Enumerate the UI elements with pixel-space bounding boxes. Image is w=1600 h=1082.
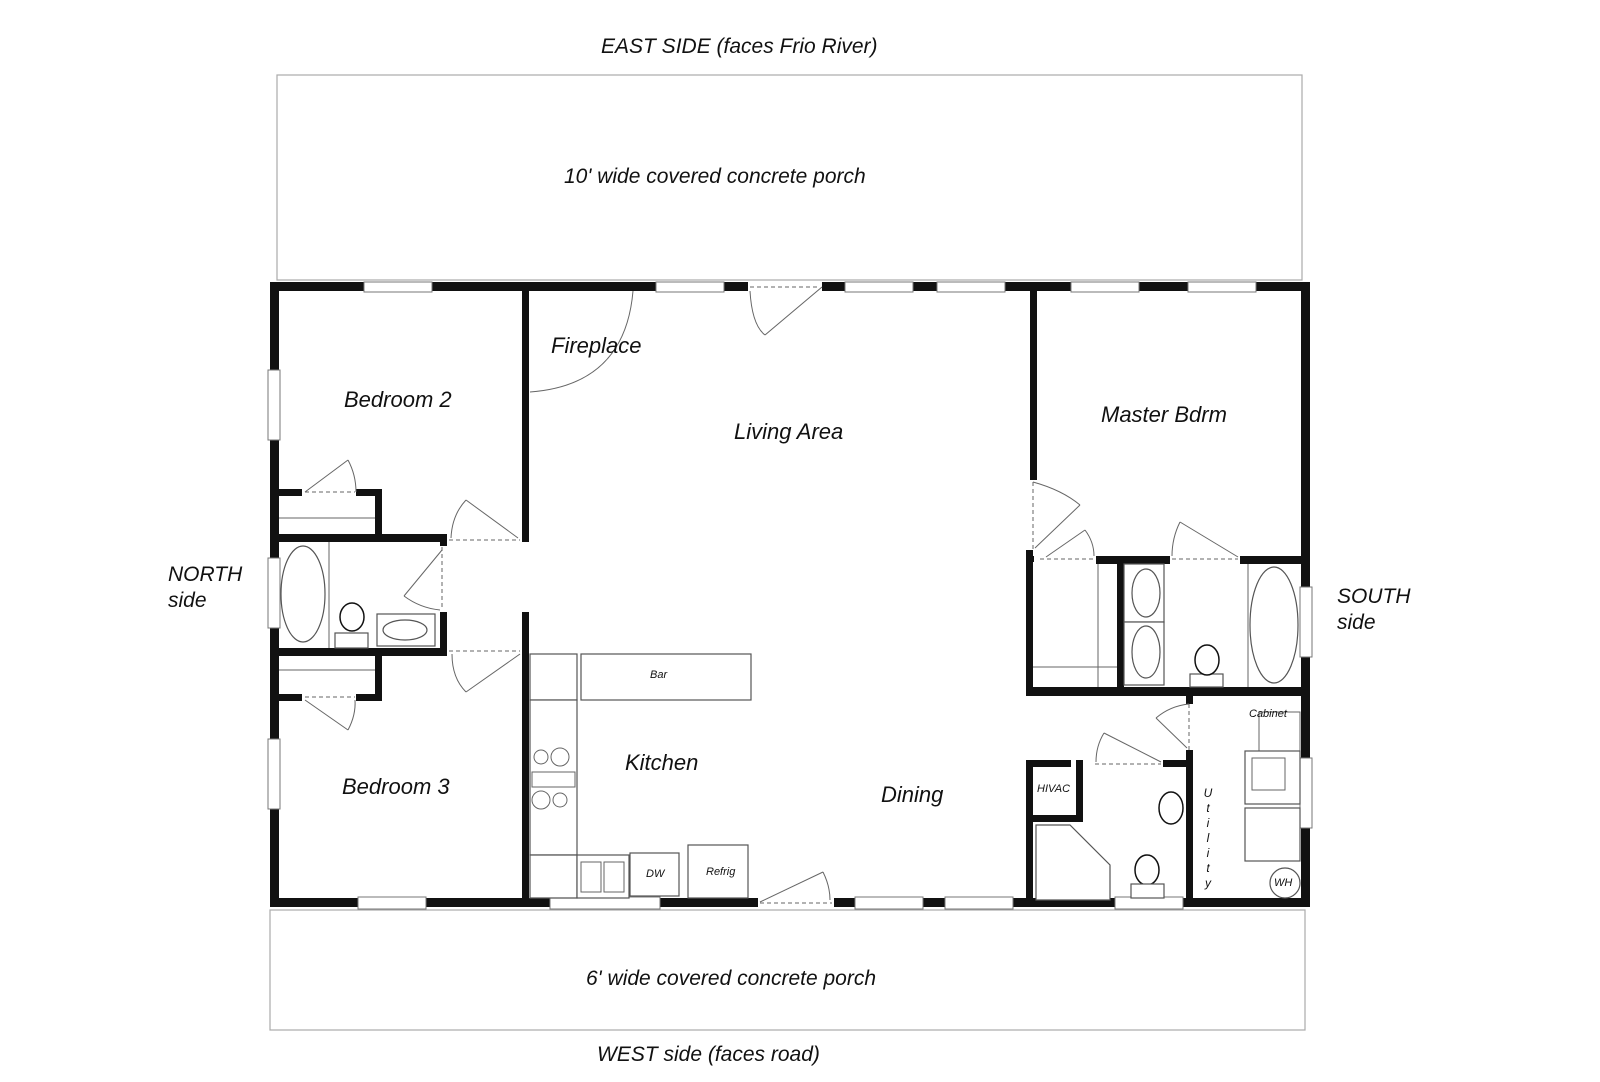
east-porch <box>276 74 1303 281</box>
fixture-dishwasher: DW <box>646 868 665 880</box>
room-master-bedroom: Master Bdrm <box>1101 402 1227 427</box>
kitchen-fixtures <box>529 653 752 899</box>
room-living-area: Living Area <box>734 419 844 444</box>
hall-bath-fixtures <box>280 542 436 649</box>
fixture-hivac: HIVAC <box>1037 783 1071 795</box>
fixture-cabinet: Cabinet <box>1249 708 1287 720</box>
fixture-refrigerator: Refrig <box>706 866 736 878</box>
east-side-label: EAST SIDE (faces Frio River) <box>601 35 878 58</box>
north-side-label-2: side <box>168 589 207 612</box>
north-side-label-1: NORTH <box>168 563 243 586</box>
room-kitchen: Kitchen <box>625 750 699 775</box>
interior-walls <box>277 282 1310 907</box>
fixture-bar: Bar <box>650 669 668 681</box>
south-side-label-1: SOUTH <box>1337 585 1411 608</box>
west-porch-label: 6' wide covered concrete porch <box>586 967 877 990</box>
room-bedroom-3: Bedroom 3 <box>342 774 450 799</box>
west-porch <box>269 909 1306 1031</box>
windows-west <box>357 896 1184 910</box>
master-bath-fixtures <box>1033 563 1299 688</box>
windows-sides <box>267 369 1313 829</box>
fixture-water-heater: WH <box>1274 877 1293 889</box>
utility-fixtures <box>1035 711 1301 901</box>
east-porch-label: 10' wide covered concrete porch <box>564 165 866 188</box>
room-fireplace: Fireplace <box>551 333 642 358</box>
room-bedroom-2: Bedroom 2 <box>344 387 452 412</box>
south-side-label-2: side <box>1337 611 1376 634</box>
west-side-label: WEST side (faces road) <box>597 1043 820 1066</box>
windows-east <box>363 281 1257 293</box>
doors <box>304 286 1239 903</box>
room-dining: Dining <box>881 782 944 807</box>
